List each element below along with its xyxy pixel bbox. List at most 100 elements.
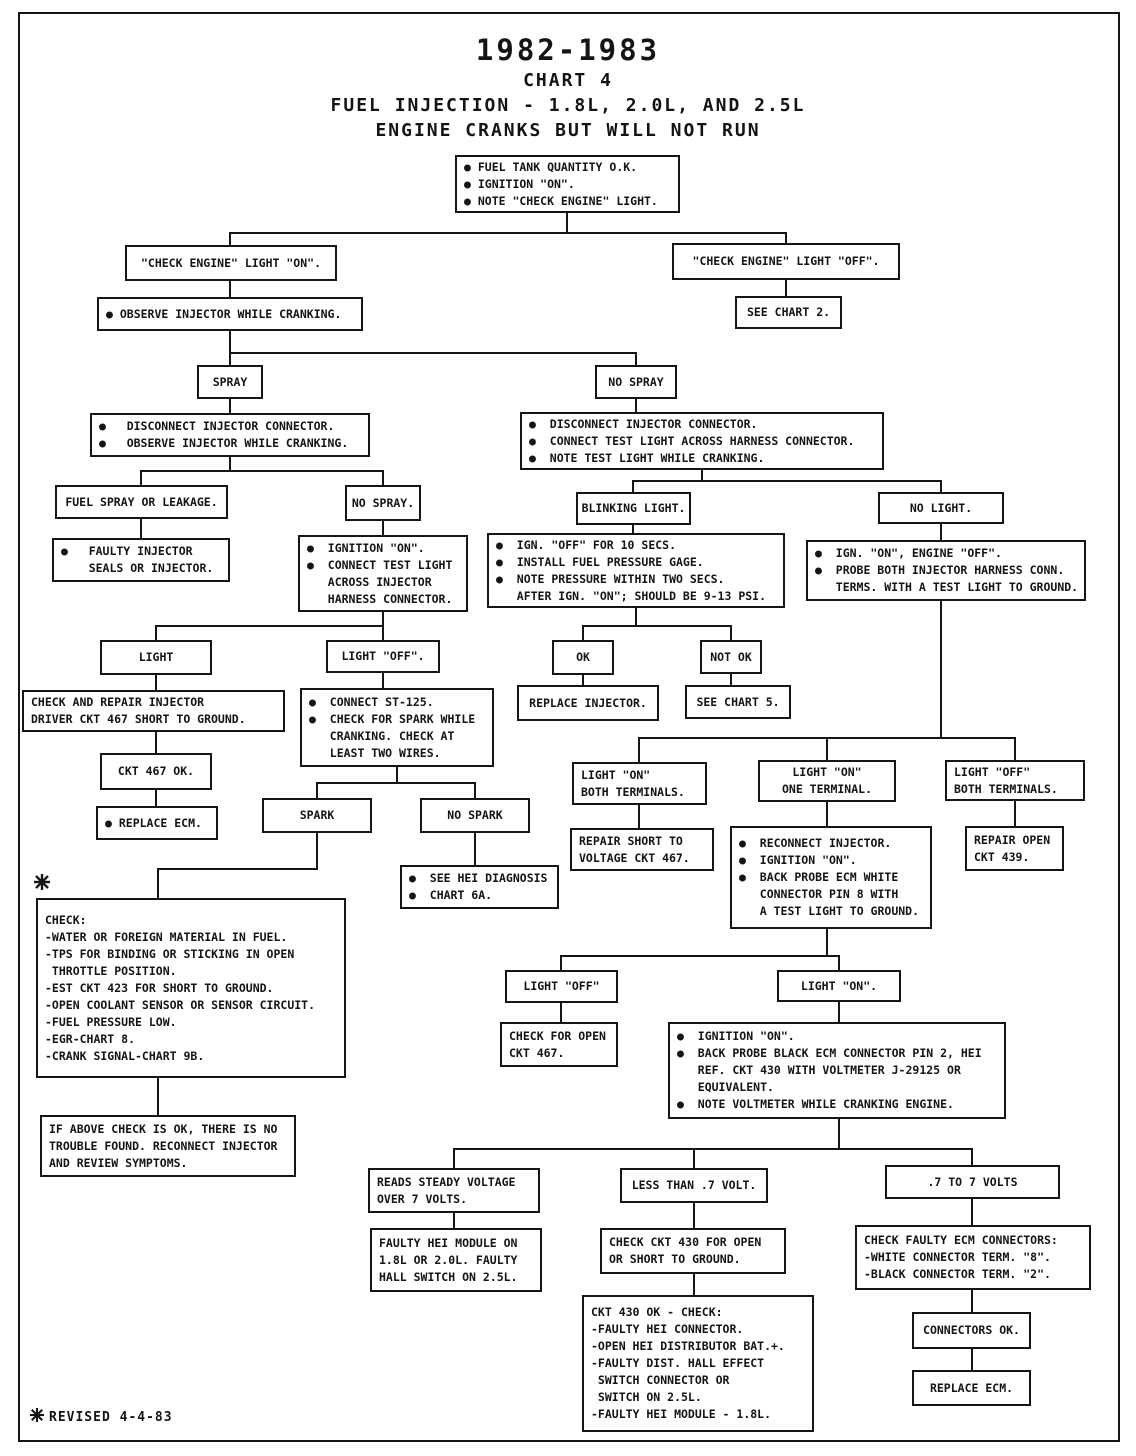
node-text-line: VOLTAGE CKT 467. [579, 850, 690, 865]
flow-node-start: ● FUEL TANK QUANTITY O.K.● IGNITION "ON"… [455, 155, 680, 213]
connector-line [693, 1203, 695, 1228]
flow-node-ign-on-probe: ● IGN. "ON", ENGINE "OFF".● PROBE BOTH I… [806, 540, 1086, 601]
connector-line [155, 625, 384, 627]
node-text-line: CHECK CKT 430 FOR OPEN [609, 1235, 762, 1249]
connector-line [157, 1078, 159, 1115]
node-text-line: ● REPLACE ECM. [105, 815, 202, 830]
node-text-line: LIGHT "OFF" [523, 979, 600, 993]
connector-line [582, 625, 584, 640]
flow-node-observe-injector: ● OBSERVE INJECTOR WHILE CRANKING. [97, 297, 363, 331]
flow-node-less-than-7: LESS THAN .7 VOLT. [620, 1168, 768, 1203]
node-text-line: THROTTLE POSITION. [45, 963, 177, 978]
node-text-line: TROUBLE FOUND. RECONNECT INJECTOR [49, 1138, 278, 1153]
node-text-line: CRANKING. CHECK AT [309, 728, 455, 743]
node-text-line: REF. CKT 430 WITH VOLTMETER J-29125 OR [677, 1063, 961, 1077]
node-text-line: REPLACE ECM. [929, 1380, 1014, 1395]
node-text-line: -CRANK SIGNAL-CHART 9B. [45, 1048, 205, 1063]
node-text-line: CKT 439. [974, 849, 1030, 864]
node-text-line: NO LIGHT. [909, 500, 973, 515]
node-text-line: TERMS. WITH A TEST LIGHT TO GROUND. [815, 580, 1079, 594]
flow-node-light-off-both: LIGHT "OFF"BOTH TERMINALS. [945, 760, 1085, 801]
node-text-line: OK [576, 650, 590, 664]
connector-line [785, 280, 787, 296]
node-text-line: CONNECTORS OK. [923, 1323, 1020, 1337]
connector-line [453, 1148, 455, 1168]
connector-line [826, 737, 828, 760]
node-text-line: ● CONNECT ST-125. [309, 694, 434, 709]
node-text-line: -EST CKT 423 FOR SHORT TO GROUND. [45, 980, 274, 995]
node-text-line: IF ABOVE CHECK IS OK, THERE IS NO [49, 1121, 278, 1136]
connector-line [382, 673, 384, 688]
flow-node-replace-ecm-1: ● REPLACE ECM. [96, 806, 218, 840]
flow-node-light-off: LIGHT "OFF". [326, 640, 440, 673]
node-text-line: ● INSTALL FUEL PRESSURE GAGE. [496, 554, 704, 569]
flow-node-replace-injector: REPLACE INJECTOR. [517, 685, 659, 721]
node-text-line: LIGHT "OFF" [954, 764, 1031, 779]
connector-line [1014, 801, 1016, 826]
connector-line [632, 480, 634, 492]
connector-line [582, 625, 732, 627]
flow-node-light-off-2: LIGHT "OFF" [505, 970, 618, 1003]
node-text-line: SWITCH CONNECTOR OR [591, 1373, 730, 1387]
node-text-line: -FAULTY HEI MODULE - 1.8L. [591, 1407, 772, 1421]
flow-node-no-spray-2: NO SPRAY. [345, 485, 421, 521]
node-text-line: NOT OK [710, 649, 752, 664]
node-text-line: 1.8L OR 2.0L. FAULTY [379, 1252, 518, 1267]
flow-node-ok: OK [552, 640, 614, 675]
connector-line [971, 1349, 973, 1370]
node-text-line: SPRAY [212, 374, 248, 389]
node-text-line: ● CONNECT TEST LIGHT ACROSS HARNESS CONN… [529, 433, 855, 448]
connector-line [316, 782, 476, 784]
node-text-line: ● NOTE "CHECK ENGINE" LIGHT. [464, 193, 658, 208]
flow-node-replace-ecm-2: REPLACE ECM. [912, 1370, 1031, 1406]
node-text-line: ● BACK PROBE BLACK ECM CONNECTOR PIN 2, … [677, 1046, 982, 1060]
connector-line [971, 1199, 973, 1225]
connector-line [155, 675, 157, 690]
node-text-line: READS STEADY VOLTAGE [377, 1174, 516, 1189]
node-text-line: DRIVER CKT 467 SHORT TO GROUND. [31, 712, 246, 726]
connector-line [453, 1148, 973, 1150]
node-text-line: LIGHT "ON". [800, 978, 878, 993]
connector-line [157, 868, 159, 898]
flow-node-light: LIGHT [100, 640, 212, 675]
flow-node-check-list: CHECK:-WATER OR FOREIGN MATERIAL IN FUEL… [36, 898, 346, 1078]
node-text-line: -BLACK CONNECTOR TERM. "2". [864, 1267, 1051, 1281]
node-text-line: EQUIVALENT. [677, 1080, 774, 1094]
flow-node-disconnect-testlight: ● DISCONNECT INJECTOR CONNECTOR.● CONNEC… [520, 412, 884, 470]
chart-number: CHART 4 [523, 70, 613, 91]
node-text-line: ● IGNITION "ON". [739, 853, 857, 867]
node-text-line: "CHECK ENGINE" LIGHT "ON". [140, 255, 321, 270]
node-text-line: -WHITE CONNECTOR TERM. "8". [864, 1250, 1051, 1264]
flow-node-check-engine-light-on: "CHECK ENGINE" LIGHT "ON". [125, 245, 337, 281]
flow-node-fuel-spray-leakage: FUEL SPRAY OR LEAKAGE. [55, 485, 228, 519]
node-text-line: CKT 430 OK - CHECK: [591, 1305, 723, 1319]
node-text-line: -FAULTY HEI CONNECTOR. [591, 1322, 744, 1336]
connector-line [396, 767, 398, 782]
node-text-line: NO SPRAY. [351, 495, 415, 510]
node-text-line: -FAULTY DIST. HALL EFFECT [591, 1356, 765, 1370]
connector-line [382, 521, 384, 535]
node-text-line: AFTER IGN. "ON"; SHOULD BE 9-13 PSI. [496, 588, 767, 603]
node-text-line: ● CHART 6A. [409, 888, 493, 902]
node-text-line: BLINKING LIGHT. [581, 501, 686, 515]
node-text-line: ● DISCONNECT INJECTOR CONNECTOR. [99, 419, 335, 433]
flow-node-ignition-on-connect: ● IGNITION "ON".● CONNECT TEST LIGHT ACR… [298, 535, 468, 612]
connector-line [1014, 737, 1016, 760]
connector-line [940, 601, 942, 737]
flow-node-reconnect-injector: ● RECONNECT INJECTOR.● IGNITION "ON".● B… [730, 826, 932, 929]
flow-node-no-spray: NO SPRAY [595, 365, 677, 399]
connector-line [316, 782, 318, 798]
flow-node-spray: SPRAY [197, 365, 263, 399]
node-text-line: REPAIR OPEN [974, 832, 1051, 847]
flow-node-check-engine-light-off: "CHECK ENGINE" LIGHT "OFF". [672, 243, 900, 280]
flow-node-no-spark: NO SPARK [420, 798, 530, 833]
node-text-line: -WATER OR FOREIGN MATERIAL IN FUEL. [45, 929, 288, 944]
node-text-line: SEE CHART 2. [746, 305, 831, 319]
connector-line [730, 625, 732, 640]
flow-node-connectors-ok: CONNECTORS OK. [912, 1312, 1031, 1349]
connector-line [826, 929, 828, 955]
node-text-line: ● IGNITION "ON". [677, 1029, 795, 1043]
